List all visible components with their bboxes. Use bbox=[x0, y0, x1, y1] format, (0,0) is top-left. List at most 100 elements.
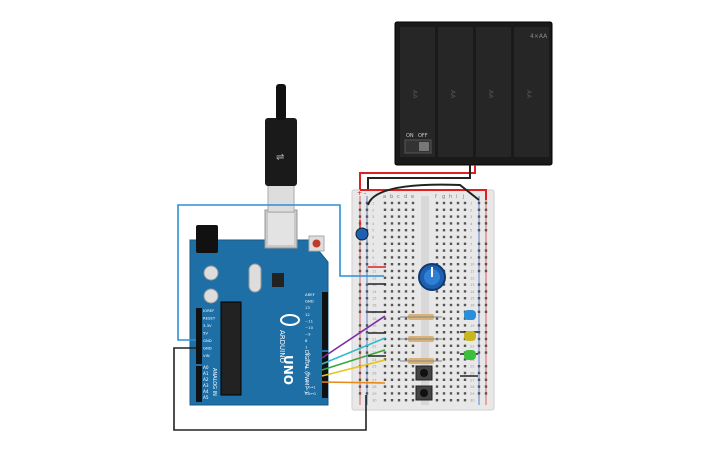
breadboard-hole[interactable] bbox=[411, 365, 415, 368]
breadboard-hole[interactable] bbox=[411, 371, 415, 375]
breadboard-hole[interactable] bbox=[411, 263, 415, 266]
breadboard-hole[interactable] bbox=[463, 385, 467, 388]
breadboard-hole[interactable] bbox=[404, 378, 408, 381]
breadboard-hole[interactable] bbox=[390, 249, 394, 252]
breadboard-hole[interactable] bbox=[442, 263, 446, 266]
breadboard-hole[interactable] bbox=[456, 297, 460, 300]
breadboard-hole[interactable] bbox=[435, 317, 439, 320]
breadboard-hole[interactable] bbox=[435, 358, 439, 361]
rail-hole[interactable] bbox=[358, 344, 362, 347]
rail-hole[interactable] bbox=[477, 310, 481, 313]
breadboard-hole[interactable] bbox=[404, 365, 408, 368]
breadboard-hole[interactable] bbox=[442, 215, 446, 218]
breadboard-hole[interactable] bbox=[390, 276, 394, 279]
breadboard-hole[interactable] bbox=[442, 399, 446, 402]
breadboard-hole[interactable] bbox=[435, 399, 439, 402]
breadboard-hole[interactable] bbox=[404, 249, 408, 252]
breadboard-hole[interactable] bbox=[390, 229, 394, 232]
breadboard-hole[interactable] bbox=[449, 385, 453, 388]
breadboard-hole[interactable] bbox=[383, 201, 387, 205]
breadboard-hole[interactable] bbox=[442, 371, 446, 375]
breadboard-hole[interactable] bbox=[463, 229, 467, 232]
breadboard-hole[interactable] bbox=[411, 303, 415, 307]
breadboard-hole[interactable] bbox=[449, 351, 453, 354]
breadboard-hole[interactable] bbox=[383, 208, 387, 211]
breadboard-hole[interactable] bbox=[456, 269, 460, 273]
breadboard-hole[interactable] bbox=[435, 344, 439, 347]
breadboard-hole[interactable] bbox=[435, 290, 439, 293]
breadboard-hole[interactable] bbox=[456, 392, 460, 395]
rail-hole[interactable] bbox=[484, 365, 488, 368]
breadboard-hole[interactable] bbox=[404, 371, 408, 375]
breadboard-hole[interactable] bbox=[390, 378, 394, 381]
breadboard-hole[interactable] bbox=[404, 324, 408, 327]
breadboard-hole[interactable] bbox=[397, 337, 401, 341]
breadboard-hole[interactable] bbox=[411, 351, 415, 354]
breadboard-hole[interactable] bbox=[397, 297, 401, 300]
breadboard-hole[interactable] bbox=[397, 249, 401, 252]
breadboard-hole[interactable] bbox=[456, 310, 460, 313]
rail-hole[interactable] bbox=[484, 208, 488, 211]
breadboard-hole[interactable] bbox=[390, 317, 394, 320]
rail-hole[interactable] bbox=[365, 263, 369, 266]
rail-hole[interactable] bbox=[477, 201, 481, 205]
rail-hole[interactable] bbox=[358, 269, 362, 273]
breadboard-hole[interactable] bbox=[456, 351, 460, 354]
breadboard-hole[interactable] bbox=[404, 256, 408, 259]
breadboard-hole[interactable] bbox=[404, 303, 408, 307]
breadboard-hole[interactable] bbox=[397, 269, 401, 273]
rail-hole[interactable] bbox=[477, 385, 481, 388]
rail-hole[interactable] bbox=[365, 201, 369, 205]
breadboard-hole[interactable] bbox=[390, 242, 394, 245]
breadboard-hole[interactable] bbox=[383, 242, 387, 245]
breadboard-hole[interactable] bbox=[449, 290, 453, 293]
rail-hole[interactable] bbox=[358, 392, 362, 395]
rail-black-wire[interactable] bbox=[367, 183, 480, 206]
breadboard-hole[interactable] bbox=[435, 249, 439, 252]
breadboard-hole[interactable] bbox=[442, 392, 446, 395]
rail-hole[interactable] bbox=[477, 378, 481, 381]
breadboard-hole[interactable] bbox=[383, 337, 387, 341]
rail-hole[interactable] bbox=[484, 331, 488, 334]
breadboard-hole[interactable] bbox=[435, 310, 439, 313]
rail-hole[interactable] bbox=[477, 215, 481, 218]
rail-hole[interactable] bbox=[365, 303, 369, 307]
breadboard-hole[interactable] bbox=[442, 297, 446, 300]
resistor[interactable] bbox=[400, 336, 442, 342]
breadboard-hole[interactable] bbox=[463, 365, 467, 368]
breadboard-hole[interactable] bbox=[435, 371, 439, 375]
breadboard-hole[interactable] bbox=[397, 242, 401, 245]
breadboard-hole[interactable] bbox=[397, 303, 401, 307]
breadboard-hole[interactable] bbox=[404, 358, 408, 361]
rail-hole[interactable] bbox=[484, 378, 488, 381]
breadboard-hole[interactable] bbox=[383, 222, 387, 225]
breadboard-hole[interactable] bbox=[463, 358, 467, 361]
breadboard-hole[interactable] bbox=[404, 399, 408, 402]
battery-pack[interactable]: AA AA AA AA 4×AA ON OFF bbox=[394, 21, 553, 166]
rail-hole[interactable] bbox=[484, 263, 488, 266]
breadboard-hole[interactable] bbox=[442, 365, 446, 368]
breadboard-hole[interactable] bbox=[411, 229, 415, 232]
breadboard-hole[interactable] bbox=[435, 303, 439, 307]
breadboard-hole[interactable] bbox=[383, 378, 387, 381]
breadboard-hole[interactable] bbox=[383, 256, 387, 259]
rail-hole[interactable] bbox=[477, 337, 481, 341]
breadboard-hole[interactable] bbox=[383, 229, 387, 232]
breadboard-hole[interactable] bbox=[435, 256, 439, 259]
breadboard-hole[interactable] bbox=[390, 222, 394, 225]
breadboard-hole[interactable] bbox=[449, 235, 453, 239]
breadboard-hole[interactable] bbox=[463, 276, 467, 279]
rail-hole[interactable] bbox=[477, 249, 481, 252]
rail-hole[interactable] bbox=[477, 229, 481, 232]
breadboard-hole[interactable] bbox=[397, 263, 401, 266]
breadboard-hole[interactable] bbox=[397, 208, 401, 211]
breadboard-hole[interactable] bbox=[383, 303, 387, 307]
breadboard-hole[interactable] bbox=[397, 229, 401, 232]
breadboard-hole[interactable] bbox=[383, 317, 387, 320]
breadboard-hole[interactable] bbox=[404, 351, 408, 354]
breadboard-hole[interactable] bbox=[411, 324, 415, 327]
rail-hole[interactable] bbox=[484, 385, 488, 388]
breadboard-hole[interactable] bbox=[456, 399, 460, 402]
breadboard-hole[interactable] bbox=[456, 283, 460, 286]
breadboard-hole[interactable] bbox=[383, 235, 387, 239]
